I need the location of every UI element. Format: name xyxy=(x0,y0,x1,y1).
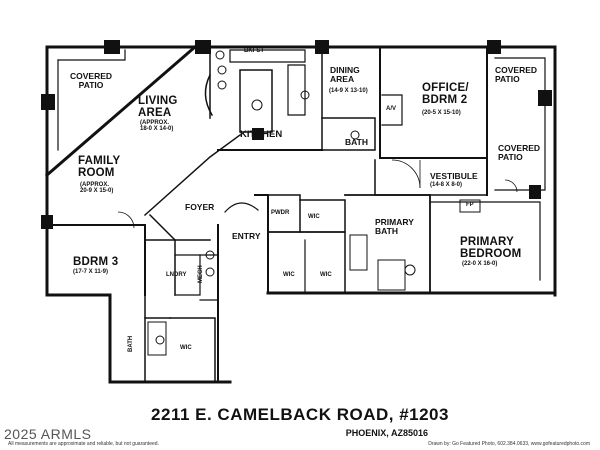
structural-columns xyxy=(41,40,552,229)
island xyxy=(239,69,273,133)
counter-top xyxy=(229,49,306,63)
fp-label: FP xyxy=(466,202,474,208)
covered-patio-nw-label: COVERED PATIO xyxy=(70,71,113,90)
bath-lower-label: BATH xyxy=(128,335,134,352)
living-area-dims: (APPROX. 18-0 x 14-0) xyxy=(140,120,174,133)
entry-label: ENTRY xyxy=(232,231,261,241)
mech-box xyxy=(199,254,219,301)
wic-right-label: WIC xyxy=(320,272,332,278)
primary-bedroom xyxy=(429,201,541,281)
pwdr-label: PWDR xyxy=(271,210,290,216)
covered-patio-ne-label: COVERED PATIO xyxy=(495,65,538,84)
family-room-label: FAMILY ROOM xyxy=(78,155,121,180)
lndry-label: LNDRY xyxy=(166,272,187,278)
lower-wic xyxy=(169,317,216,383)
vestibule-label: VESTIBULE xyxy=(430,171,478,181)
bdrm3-label: BDRM 3 xyxy=(73,256,119,268)
disclaimer: All measurements are approximate and rel… xyxy=(8,441,159,447)
bath-upper xyxy=(321,117,376,151)
lower-tub xyxy=(147,321,167,356)
bar-curve xyxy=(204,73,214,117)
patio-nw-wall xyxy=(57,49,126,61)
primary-bedroom-dims: (22-0 x 16-0) xyxy=(462,261,498,267)
wic-lower-label: WIC xyxy=(180,345,192,351)
bath-upper-label: BATH xyxy=(345,137,368,147)
shower xyxy=(377,259,406,291)
office-label: OFFICE/ BDRM 2 xyxy=(422,82,469,107)
bdrm3-dims: (17-7 x 11-9) xyxy=(73,269,109,275)
bdrm3-wall xyxy=(46,224,146,296)
dining-area-dims: (14-9 x 13-10) xyxy=(329,88,368,94)
vestibule-dims: (14-8 x 8-0) xyxy=(430,182,463,188)
diagonal-wall-inner xyxy=(143,133,242,217)
patio-e-wall xyxy=(494,57,546,191)
bkfst-label: BKFST xyxy=(244,48,264,54)
tub xyxy=(349,234,368,271)
family-room-dims: (APPROX. 20-9 x 15-0) xyxy=(80,182,114,195)
drawing-credit: Drawn by: Go Featured Photo, 602.384.063… xyxy=(428,441,590,447)
primary-bedroom-label: PRIMARY BEDROOM xyxy=(460,236,522,261)
foyer-wall xyxy=(148,213,211,241)
wic-center-label: WIC xyxy=(308,214,320,220)
bdrm3-outer xyxy=(45,223,232,384)
av-closet xyxy=(381,94,403,126)
dining-area-label: DINING AREA xyxy=(330,65,360,84)
entry-arc xyxy=(224,202,259,213)
living-area-label: LIVING AREA xyxy=(138,95,178,120)
covered-patio-e-label: COVERED PATIO xyxy=(498,143,541,162)
diagonal-wall xyxy=(44,44,198,178)
kitchen-label: KITCHEN xyxy=(240,129,283,140)
wic-center xyxy=(299,199,346,233)
office-dims: (20-5 x 15-10) xyxy=(422,110,461,116)
primary-bath-label: PRIMARY BATH xyxy=(375,217,414,236)
property-address: 2211 E. CAMELBACK ROAD, #1203 xyxy=(151,405,449,424)
av-label: A/V xyxy=(386,106,397,112)
lndry-box xyxy=(174,254,201,296)
dining-counter xyxy=(287,64,306,116)
wic-left-label: WIC xyxy=(283,272,295,278)
foyer-label: FOYER xyxy=(185,202,215,212)
mech-label: MECH xyxy=(198,265,204,283)
property-city: PHOENIX, AZ85016 xyxy=(345,428,428,438)
primary-bath xyxy=(344,194,431,294)
lower-wics xyxy=(267,231,346,294)
copyright-watermark: 2025 ARMLS xyxy=(4,426,92,442)
closet-bdrm3 xyxy=(144,239,176,296)
